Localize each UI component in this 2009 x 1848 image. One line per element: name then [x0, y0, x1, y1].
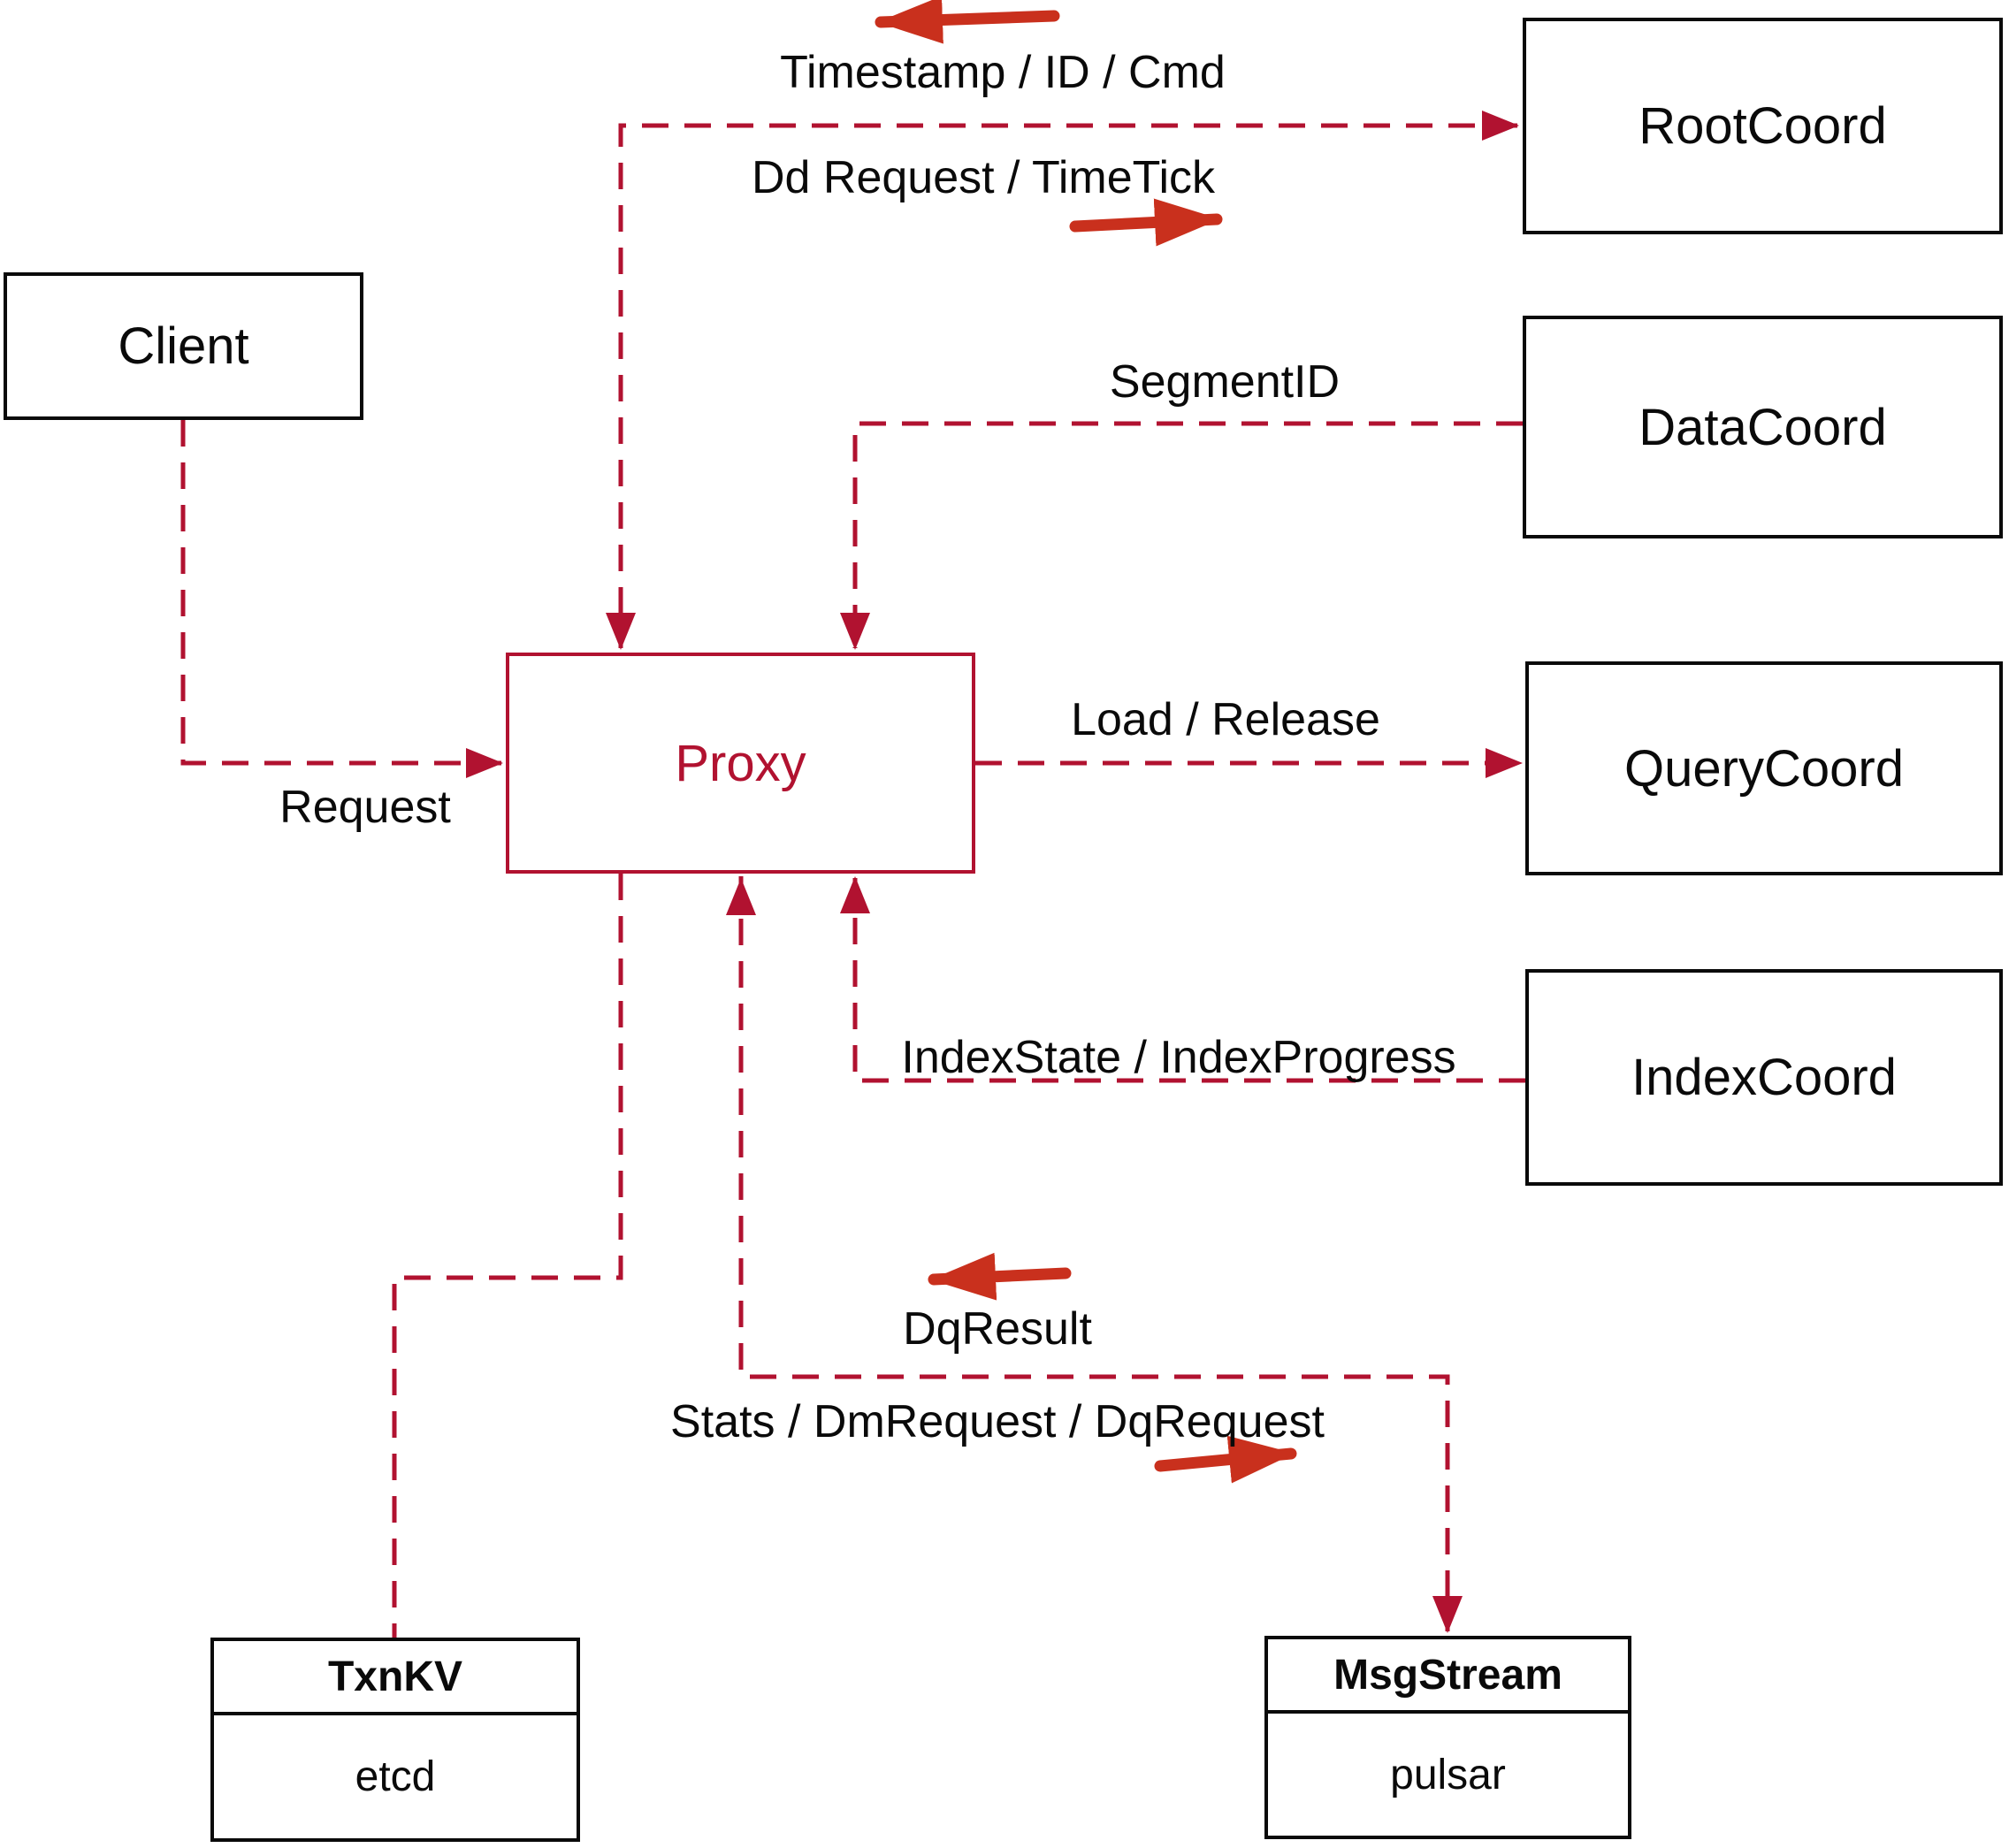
node-rootcoord: RootCoord: [1523, 18, 2003, 234]
arrow-left-icon: [928, 1252, 1072, 1301]
arrow-left-icon: [875, 0, 1060, 44]
node-indexcoord: IndexCoord: [1525, 969, 2003, 1186]
edge-label-index-state: IndexState / IndexProgress: [901, 1032, 1456, 1083]
node-txnkv: TxnKV etcd: [210, 1638, 580, 1842]
edge-indexcoord-proxy: [840, 876, 1525, 1083]
node-msgstream-subtitle: pulsar: [1390, 1751, 1506, 1798]
edge-client-proxy: [180, 420, 503, 778]
node-datacoord-label: DataCoord: [1639, 398, 1887, 456]
node-client-label: Client: [118, 317, 249, 375]
edge-label-request: Request: [279, 782, 451, 833]
node-datacoord: DataCoord: [1523, 316, 2003, 538]
node-txnkv-subtitle: etcd: [355, 1753, 436, 1800]
node-indexcoord-label: IndexCoord: [1631, 1049, 1897, 1106]
edge-label-segment-id: SegmentID: [1109, 356, 1341, 408]
edge-label-stats: Stats / DmRequest / DqRequest: [670, 1396, 1325, 1447]
edge-label-dq-result: DqResult: [903, 1303, 1092, 1355]
arrow-right-icon: [1069, 198, 1223, 247]
node-proxy: Proxy: [506, 653, 975, 874]
node-msgstream-title: MsgStream: [1268, 1639, 1628, 1714]
node-rootcoord-label: RootCoord: [1639, 97, 1887, 155]
edge-proxy-txnkv: [392, 874, 623, 1638]
node-client: Client: [4, 272, 363, 420]
node-txnkv-title: TxnKV: [214, 1641, 577, 1715]
node-msgstream: MsgStream pulsar: [1264, 1636, 1631, 1839]
edge-label-dd-request: Dd Request / TimeTick: [751, 152, 1216, 203]
edge-label-load-release: Load / Release: [1071, 694, 1380, 745]
edge-label-timestamp: Timestamp / ID / Cmd: [780, 47, 1226, 98]
edge-rootcoord-proxy: [606, 123, 1517, 650]
edge-proxy-msgstream: [738, 876, 1463, 1633]
node-proxy-label: Proxy: [675, 734, 806, 792]
node-querycoord: QueryCoord: [1525, 661, 2003, 875]
arrow-right-icon: [1154, 1435, 1297, 1484]
edge-datacoord-proxy: [840, 421, 1523, 650]
node-querycoord-label: QueryCoord: [1624, 739, 1904, 798]
